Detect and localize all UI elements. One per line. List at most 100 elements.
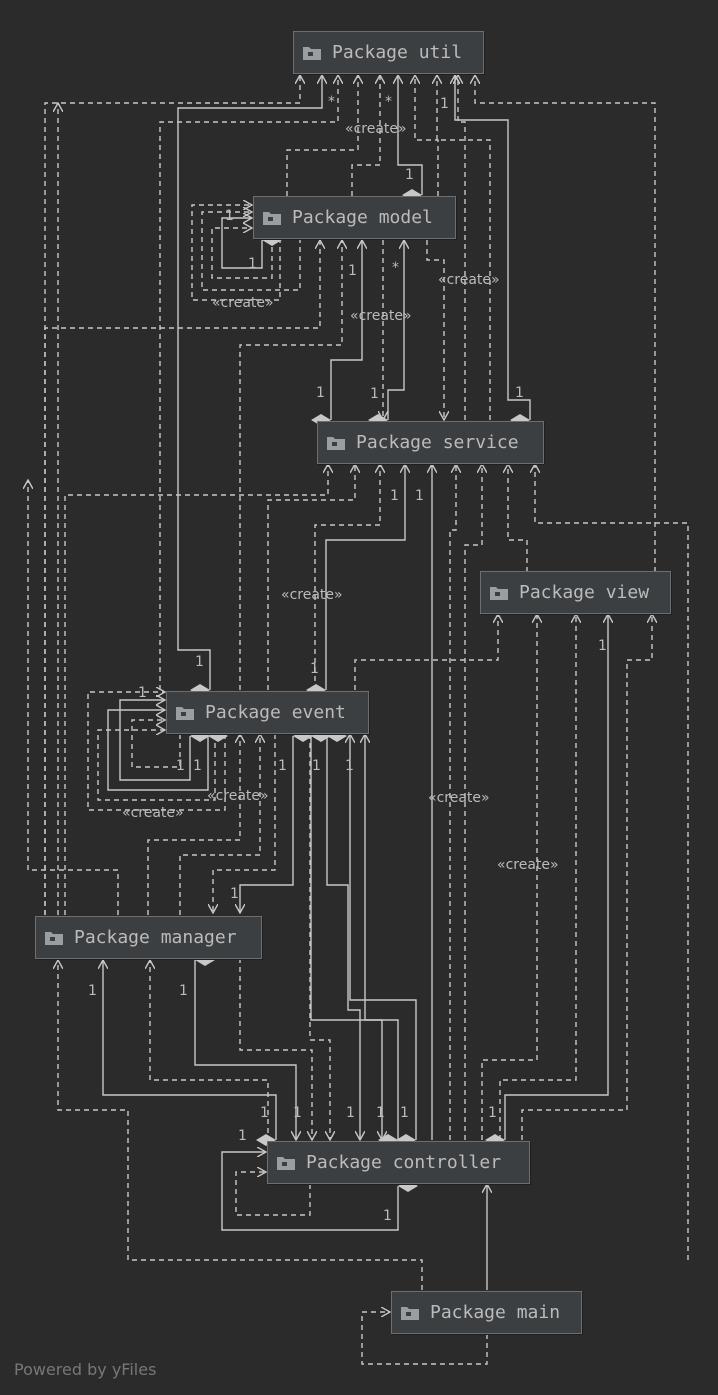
label-one: 1 [225, 208, 234, 224]
edge-event-controller-2 [326, 736, 360, 1140]
label-one: 1 [488, 1105, 497, 1121]
package-view-node[interactable]: Package view [480, 571, 671, 614]
folder-icon [490, 586, 508, 600]
edge-controller-view-2 [499, 614, 576, 1140]
package-controller-label: Package controller [306, 1152, 502, 1173]
edge-service-util [437, 75, 491, 420]
edge-main-self [361, 1312, 488, 1365]
edge-service-util-2 [458, 75, 466, 420]
label-one: 1 [278, 758, 287, 774]
folder-icon [277, 1156, 295, 1170]
label-one: 1 [260, 1105, 269, 1121]
label-one: 1 [415, 488, 424, 504]
label-one: 1 [293, 1105, 302, 1121]
edge-util-service-comp [455, 75, 531, 420]
edge-controller-event-2 [350, 734, 417, 1140]
package-model-node[interactable]: Package model [253, 196, 456, 239]
edge-controller-self-1 [221, 1152, 398, 1231]
edge-model-service-create [426, 240, 444, 420]
edge-controller-view-create [481, 614, 537, 1140]
label-star: * [328, 94, 335, 110]
label-one: 1 [405, 167, 414, 183]
label-one: 1 [345, 758, 354, 774]
label-star: * [392, 260, 399, 276]
edge-main-manager [58, 960, 423, 1290]
label-one: 1 [316, 385, 325, 401]
label-one: 1 [348, 263, 357, 279]
label-one: 1 [383, 1208, 392, 1224]
package-model-label: Package model [292, 207, 433, 228]
label-create: «create» [212, 295, 274, 311]
label-one: 1 [400, 1105, 409, 1121]
edge-event-service-comp [326, 464, 405, 690]
edge-util-model-comp [398, 75, 423, 195]
edge-manager-event-3 [179, 734, 260, 915]
package-event-node[interactable]: Package event [166, 691, 369, 734]
label-create: «create» [122, 805, 184, 821]
label-one: 1 [248, 256, 257, 272]
edge-manager-event-1 [28, 480, 119, 915]
package-controller-node[interactable]: Package controller [267, 1141, 530, 1184]
edge-event-controller-3 [310, 736, 382, 1140]
label-one: 1 [376, 1105, 385, 1121]
package-manager-node[interactable]: Package manager [35, 916, 262, 959]
edge-event-manager-1 [213, 734, 276, 913]
edge-manager-controller-comp [194, 960, 296, 1140]
edge-controller-service-2 [449, 464, 456, 1140]
edge-util-event-comp [177, 75, 322, 690]
edge-main-service [535, 464, 689, 1260]
edge-model-self-1 [191, 205, 281, 301]
edge-event-manager-comp [240, 736, 293, 913]
package-util-label: Package util [332, 42, 463, 63]
edge-model-self-3 [221, 218, 262, 269]
edge-event-self-1 [119, 700, 190, 781]
package-manager-label: Package manager [74, 927, 237, 948]
label-one: 1 [598, 638, 607, 654]
package-main-label: Package main [430, 1302, 561, 1323]
folder-icon [263, 211, 281, 225]
powered-by-footer: Powered by yFiles [14, 1360, 157, 1379]
edge-manager-service [64, 464, 328, 915]
label-one: 1 [238, 1128, 247, 1144]
edge-labels: * * 1 «create» 1 1 1 1 * «create» «creat… [88, 94, 607, 1224]
edge-event-self-2 [107, 710, 208, 791]
label-one: 1 [312, 758, 321, 774]
edge-controller-view-3 [521, 614, 652, 1140]
edge-controller-view-comp [505, 614, 608, 1140]
label-one: 1 [230, 886, 239, 902]
edge-model-self-4 [211, 228, 273, 279]
edge-model-util-2 [351, 75, 380, 196]
label-one: 1 [390, 488, 399, 504]
label-create: «create» [438, 272, 500, 288]
package-main-node[interactable]: Package main [391, 1291, 582, 1334]
label-create: «create» [497, 857, 559, 873]
edge-view-service [508, 464, 528, 572]
label-one: 1 [88, 983, 97, 999]
label-create: «create» [207, 788, 269, 804]
edge-controller-manager-1 [103, 960, 277, 1140]
edge-event-view [354, 614, 498, 690]
edge-model-service-comp-1 [331, 240, 362, 420]
label-create: «create» [281, 587, 343, 603]
folder-icon [45, 931, 63, 945]
folder-icon [303, 46, 321, 60]
label-one: 1 [310, 661, 319, 677]
label-one: 1 [138, 685, 147, 701]
folder-icon [176, 706, 194, 720]
folder-icon [401, 1306, 419, 1320]
edge-event-self-4 [131, 720, 181, 768]
package-event-label: Package event [205, 702, 346, 723]
folder-icon [327, 436, 345, 450]
label-one: 1 [346, 1105, 355, 1121]
label-one: 1 [440, 96, 449, 112]
edge-model-util-3 [415, 75, 439, 196]
package-service-node[interactable]: Package service [317, 421, 544, 464]
edge-controller-self-2 [235, 1172, 311, 1216]
edge-event-service-2 [314, 464, 380, 690]
label-one: 1 [195, 654, 204, 670]
package-util-node[interactable]: Package util [293, 31, 484, 74]
edge-manager-model [44, 240, 320, 915]
edge-model-self-2 [201, 212, 301, 291]
edge-event-model [239, 240, 342, 690]
